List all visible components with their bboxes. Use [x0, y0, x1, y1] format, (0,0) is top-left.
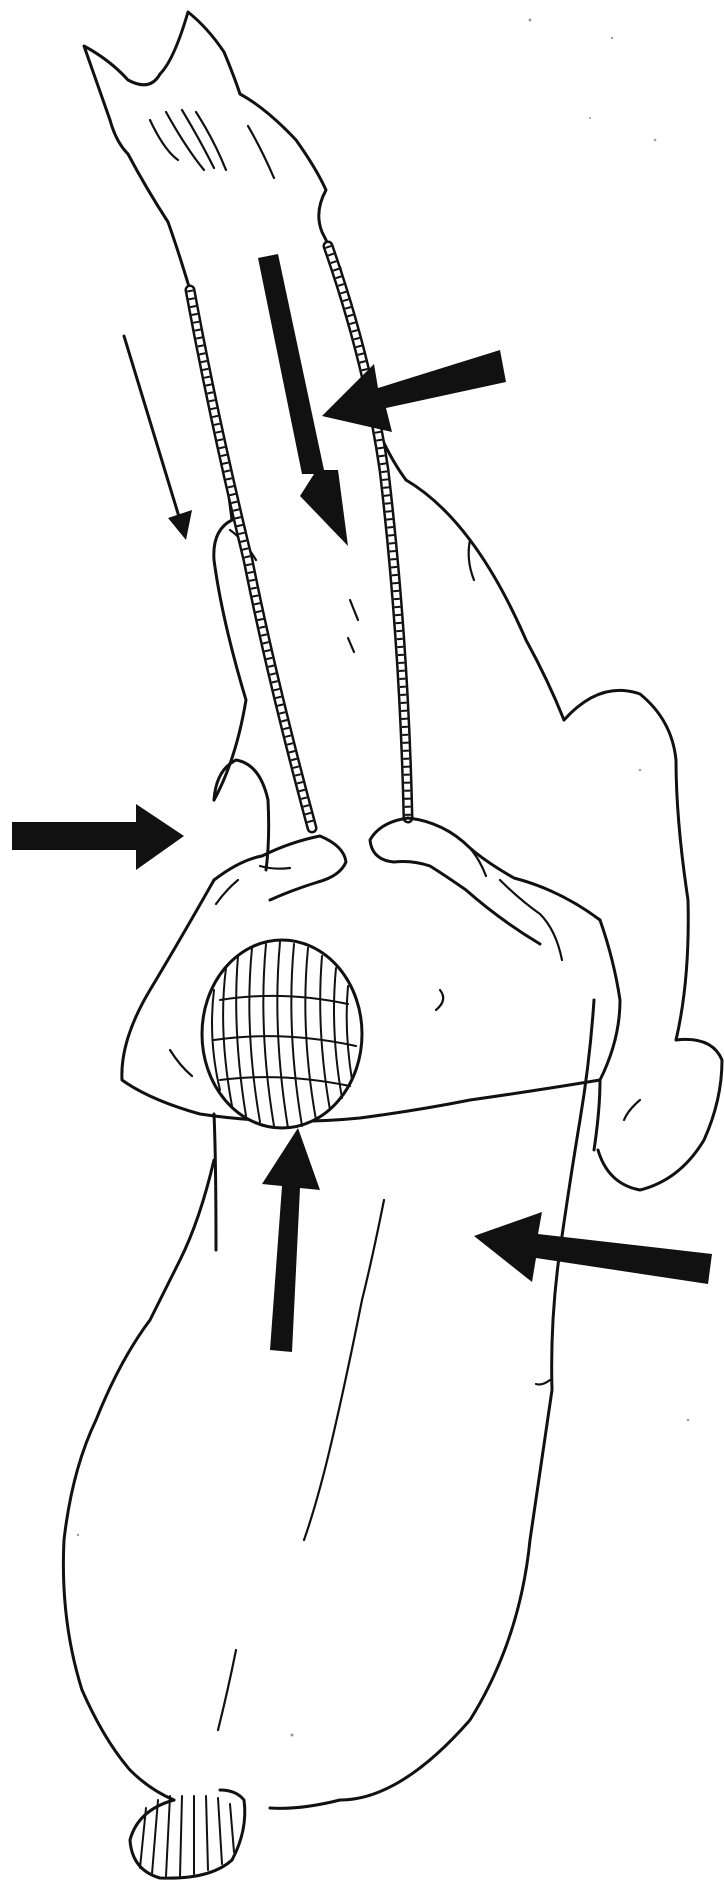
- arrow-neck-down-thick: [258, 254, 348, 546]
- scan-specks: [77, 19, 689, 1737]
- reins: [190, 246, 408, 828]
- arrow-back-up: [262, 1128, 320, 1352]
- arrow-right-to-rider: [474, 1212, 712, 1284]
- rider-head: [202, 940, 362, 1128]
- horse-body: [63, 480, 594, 1808]
- arrows: [12, 254, 712, 1352]
- arrow-right-to-neck: [322, 350, 506, 432]
- horse-head: [84, 12, 340, 290]
- arrow-neck-thin: [124, 336, 192, 540]
- arrow-left-to-rider: [12, 804, 184, 870]
- horse-tail: [130, 1790, 245, 1878]
- rider-body: [122, 818, 620, 1250]
